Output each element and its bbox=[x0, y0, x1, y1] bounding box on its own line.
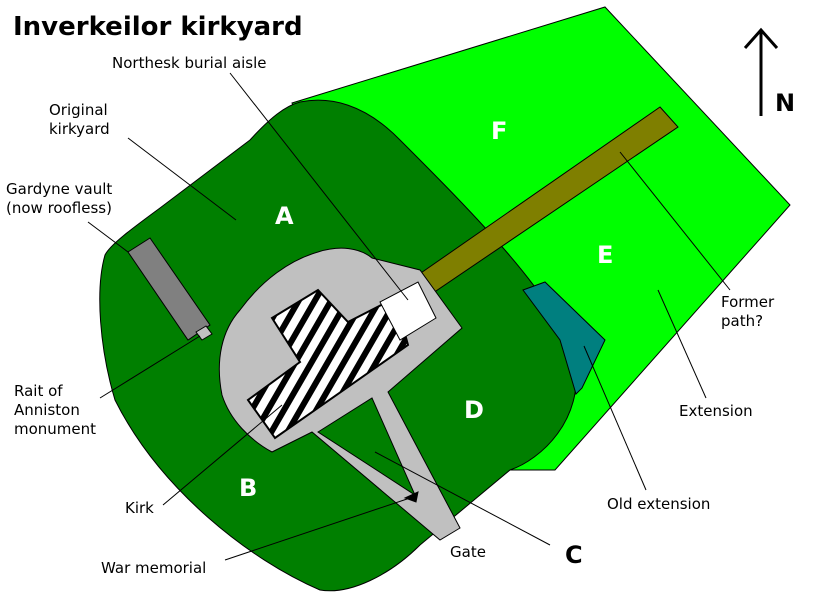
label-rait-line1: Rait of bbox=[14, 382, 63, 400]
memorial-lawn bbox=[317, 397, 417, 497]
leader-lines bbox=[87, 72, 731, 561]
zone-c: C bbox=[565, 541, 583, 569]
north-arrow-icon bbox=[743, 27, 779, 116]
label-original-kirkyard-line2: kirkyard bbox=[49, 120, 110, 138]
label-former-path-line1: Former bbox=[721, 293, 775, 311]
label-original-kirkyard-line1: Original bbox=[49, 101, 108, 119]
zone-b: B bbox=[239, 474, 257, 502]
zone-f: F bbox=[491, 117, 507, 145]
label-kirk: Kirk bbox=[125, 499, 154, 517]
label-gardyne-line2: (now roofless) bbox=[6, 199, 112, 217]
label-rait-line3: monument bbox=[14, 420, 96, 438]
kirk-building bbox=[246, 288, 410, 440]
north-label: N bbox=[775, 89, 795, 117]
northesk-burial-aisle bbox=[379, 281, 437, 341]
zone-d: D bbox=[464, 396, 484, 424]
map-title: Inverkeilor kirkyard bbox=[13, 12, 303, 42]
label-northesk-aisle: Northesk burial aisle bbox=[112, 54, 267, 72]
label-rait-line2: Anniston bbox=[14, 401, 80, 419]
label-extension: Extension bbox=[679, 402, 753, 420]
gardyne-vault bbox=[127, 237, 211, 341]
zone-e: E bbox=[597, 241, 613, 269]
war-memorial-marker bbox=[403, 491, 419, 503]
label-war-memorial: War memorial bbox=[101, 559, 206, 577]
label-gate: Gate bbox=[450, 543, 486, 561]
old-extension-area bbox=[522, 281, 606, 395]
label-old-extension: Old extension bbox=[607, 495, 710, 513]
label-former-path-line2: path? bbox=[721, 312, 763, 330]
zone-a: A bbox=[275, 202, 294, 230]
label-gardyne-line1: Gardyne vault bbox=[6, 180, 112, 198]
